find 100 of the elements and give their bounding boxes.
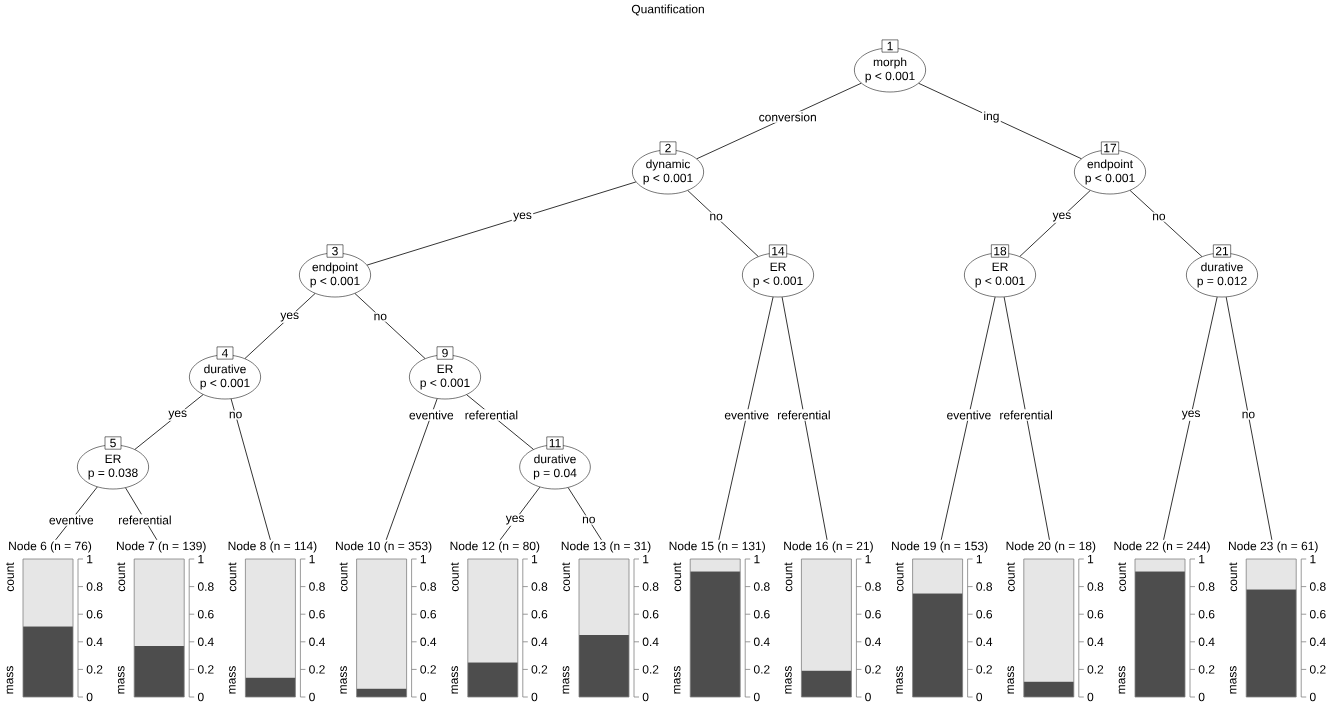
tick-label: 0.6: [865, 609, 881, 619]
tick-label: 0.6: [531, 609, 548, 619]
edge-label: eventive: [407, 409, 455, 421]
edge-label: referential: [116, 514, 173, 526]
axis-label: count: [117, 562, 126, 592]
tick-label: 0: [531, 692, 538, 702]
tick-label: 0: [86, 692, 93, 702]
leaf-label: Node 6 (n = 76): [9, 541, 92, 553]
edge-label: referential: [463, 409, 520, 421]
edge-label: no: [580, 515, 597, 525]
tick-label: 0.2: [642, 665, 659, 674]
branch-line: [918, 82, 1082, 160]
tick-label: 0: [309, 692, 315, 702]
axis-label: count: [784, 562, 793, 592]
tick-label: 0.2: [976, 665, 992, 674]
leaf-label: Node 15 (n = 131): [669, 541, 765, 553]
tick-label: 0.2: [753, 665, 770, 674]
branch-line: [1163, 296, 1218, 541]
tick-label: 0.6: [197, 609, 214, 619]
edge-label: eventive: [723, 409, 771, 421]
edge-label: no: [1240, 410, 1257, 420]
tick-label: 0.8: [86, 582, 103, 591]
axis-label: count: [6, 562, 14, 592]
tick-label: 1: [1088, 554, 1094, 564]
tick-label: 1: [309, 554, 315, 564]
edge-label: referential: [775, 409, 832, 421]
branch-line: [134, 394, 204, 450]
tick-label: 0.8: [197, 582, 214, 591]
edge-label: yes: [511, 211, 534, 223]
axis-label: count: [673, 562, 682, 592]
edge-label: no: [708, 212, 725, 222]
branch-line: [499, 486, 541, 541]
axis-label: mass: [1229, 666, 1237, 694]
tick-label: 0.8: [1087, 582, 1104, 591]
edge-label: no: [1150, 212, 1167, 222]
tick-label: 0.4: [865, 637, 881, 647]
tick-label: 0.4: [420, 637, 437, 647]
axis-label: mass: [340, 666, 347, 694]
tick-label: 0.4: [86, 637, 103, 647]
branch-line: [1003, 296, 1050, 541]
tick-label: 0.6: [309, 609, 325, 619]
leaf-label: Node 16 (n = 21): [784, 541, 873, 553]
edge-label: conversion: [757, 111, 819, 123]
tick-label: 0.2: [309, 665, 325, 674]
tick-label: 0.8: [420, 582, 437, 591]
edge-label: no: [372, 312, 389, 322]
tick-label: 0.4: [531, 637, 548, 647]
tick-label: 0.2: [420, 665, 436, 674]
tick-label: 1: [532, 554, 538, 564]
axis-label: count: [895, 562, 904, 592]
tick-label: 0.6: [753, 609, 770, 619]
axis-label: mass: [673, 666, 681, 694]
tick-label: 0: [1198, 692, 1205, 702]
axis-label: mass: [1007, 666, 1015, 694]
edge-label: referential: [998, 409, 1055, 421]
leaf-label: Node 13 (n = 31): [561, 541, 651, 553]
tick-label: 0.4: [1309, 637, 1326, 647]
edge-label: yes: [504, 514, 526, 526]
branch-line: [781, 296, 828, 541]
tick-label: 0.6: [420, 609, 437, 619]
tick-label: 0.6: [976, 609, 993, 619]
edge-label: yes: [279, 311, 301, 323]
branch-line: [940, 296, 996, 541]
tick-label: 0.8: [865, 582, 881, 591]
tick-label: 0: [642, 692, 649, 702]
tick-label: 0.6: [642, 609, 659, 619]
tick-label: 1: [865, 554, 871, 564]
tick-label: 0.6: [86, 609, 103, 619]
tick-label: 1: [87, 554, 93, 564]
axis-label: count: [1118, 562, 1126, 592]
tick-label: 0.8: [753, 582, 770, 591]
axis-label: count: [1006, 562, 1015, 592]
branch-line: [1129, 190, 1203, 257]
leaf-label: Node 12 (n = 80): [450, 541, 540, 553]
tick-label: 0.6: [1087, 609, 1104, 619]
leaf-label: Node 23 (n = 61): [1229, 541, 1318, 553]
tick-label: 1: [420, 554, 426, 564]
leaf-label: Node 22 (n = 244): [1114, 541, 1210, 553]
tick-label: 1: [754, 554, 760, 564]
leaf-label: Node 8 (n = 114): [228, 541, 317, 553]
tick-label: 0: [753, 692, 760, 702]
tick-label: 1: [976, 554, 982, 564]
tick-label: 0.8: [1309, 582, 1326, 591]
tick-label: 0: [1087, 692, 1094, 702]
tick-label: 0.4: [1087, 637, 1104, 647]
edge-label: eventive: [47, 514, 95, 526]
tick-label: 0.2: [531, 665, 548, 674]
branch-line: [366, 181, 637, 266]
tick-label: 0: [197, 692, 204, 702]
tick-label: 0.8: [309, 582, 325, 591]
tick-label: 1: [1310, 554, 1316, 564]
axis-label: mass: [1118, 666, 1126, 694]
axis-label: mass: [562, 666, 570, 694]
axis-label: mass: [451, 666, 459, 694]
axis-label: mass: [6, 666, 14, 694]
tick-label: 1: [198, 554, 204, 564]
tick-label: 0.6: [1309, 609, 1326, 619]
tick-label: 0.4: [309, 637, 325, 647]
axis-label: mass: [785, 666, 792, 694]
branch-line: [1019, 190, 1091, 257]
